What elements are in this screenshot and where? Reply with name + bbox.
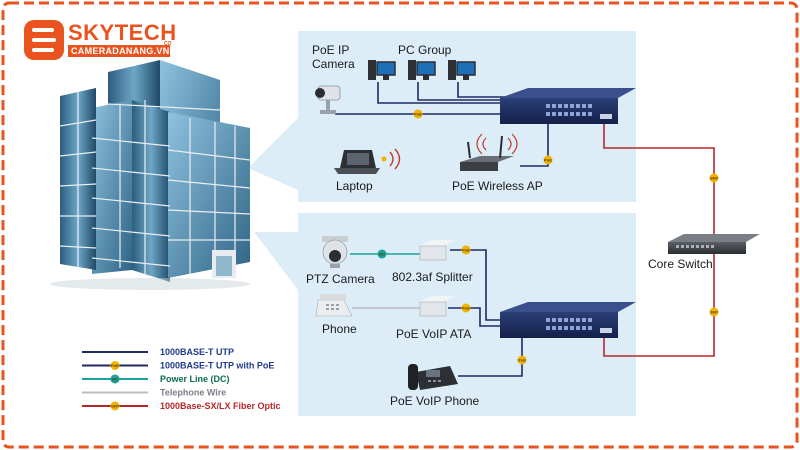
label-ptz-camera: PTZ Camera <box>306 272 375 286</box>
top-panel-pointer <box>248 118 298 190</box>
svg-text:PoE: PoE <box>414 112 422 117</box>
svg-text:SFP: SFP <box>710 310 718 315</box>
voip-phone-device <box>408 364 458 390</box>
poe-badge-ap: PoE <box>543 155 553 165</box>
svg-text:PoE: PoE <box>462 248 470 253</box>
link-ap-switch <box>520 122 549 167</box>
fiber-badge-bottom: SFP <box>709 307 719 317</box>
pc-2 <box>408 60 436 80</box>
fiber-top-core <box>603 122 715 244</box>
logo-superscript: CO <box>164 41 172 47</box>
office-building <box>50 60 251 290</box>
legend-label: 1000BASE-T UTP with PoE <box>160 361 274 371</box>
label-wireless-ap: PoE Wireless AP <box>452 179 543 193</box>
label-laptop: Laptop <box>336 179 373 193</box>
svg-text:PoE: PoE <box>462 306 470 311</box>
logo-url: CAMERADANANG.VN <box>71 46 170 56</box>
core-switch-device <box>668 234 760 254</box>
label-voip-phone: PoE VoIP Phone <box>390 394 480 408</box>
phone-device <box>315 294 353 317</box>
poe-badge-splitter: PoE <box>461 245 471 255</box>
dc-badge-ptz: DC <box>377 249 387 259</box>
link-pc2-switch <box>417 82 520 101</box>
label-core-switch: Core Switch <box>648 257 713 271</box>
svg-text:SFP: SFP <box>710 176 718 181</box>
poe-badge-ata: PoE <box>461 303 471 313</box>
fiber-bottom-core <box>603 252 715 357</box>
legend-badge <box>110 374 120 384</box>
label-splitter: 802.3af Splitter <box>392 270 473 284</box>
legend: 1000BASE-T UTP PoE 1000BASE-T UTP with PoE… <box>82 347 281 411</box>
legend-label: Power Line (DC) <box>160 374 230 384</box>
bottom-poe-switch <box>500 302 636 338</box>
pc-1 <box>368 60 396 80</box>
legend-badge-label: PoE <box>111 363 119 368</box>
svg-text:PoE: PoE <box>518 358 526 363</box>
legend-badge-label: SFP <box>111 404 119 409</box>
poe-badge-voip: PoE <box>517 355 527 365</box>
bottom-panel-pointer <box>254 232 298 290</box>
logo-name: SKYTECH <box>68 20 177 45</box>
label-phone: Phone <box>322 322 357 336</box>
legend-row: DC Power Line (DC) <box>82 374 230 384</box>
logo-mark <box>24 20 64 60</box>
legend-badge <box>110 401 120 411</box>
pc-group-devices <box>368 60 476 80</box>
legend-label: 1000BASE-T UTP <box>160 347 234 357</box>
legend-row: SFP 1000Base-SX/LX Fiber Optic <box>82 401 281 411</box>
logo-url-bar <box>68 45 170 57</box>
link-pc1-switch <box>377 82 520 104</box>
voip-ata-device <box>419 296 454 317</box>
wireless-ap-device <box>460 133 518 171</box>
connections <box>335 82 715 377</box>
fiber-badge-top: SFP <box>709 173 719 183</box>
legend-row: 1000BASE-T UTP <box>82 347 234 357</box>
ptz-camera-device <box>322 236 348 268</box>
line-badges: PoE PoE DC PoE PoE PoE SFP SFP <box>377 109 719 365</box>
legend-label: Telephone Wire <box>160 388 226 398</box>
legend-row: PoE 1000BASE-T UTP with PoE <box>82 361 274 371</box>
top-poe-switch <box>500 88 636 124</box>
svg-text:PoE: PoE <box>544 158 552 163</box>
svg-text:DC: DC <box>379 252 385 257</box>
link-voip-switch <box>458 336 523 377</box>
legend-badge <box>110 361 120 370</box>
label-voip-ata: PoE VoIP ATA <box>396 327 471 341</box>
ip-camera-device <box>315 85 341 114</box>
brand-logo: SKYTECH CO CAMERADANANG.VN <box>24 20 177 60</box>
legend-badge-label: DC <box>112 377 118 382</box>
pc-3 <box>448 60 476 80</box>
link-pc3-switch <box>457 82 520 98</box>
legend-label: 1000Base-SX/LX Fiber Optic <box>160 401 281 411</box>
splitter-device <box>419 240 454 261</box>
label-pc-group: PC Group <box>398 43 452 57</box>
laptop-device <box>334 148 401 174</box>
poe-badge-ipcam: PoE <box>413 109 423 119</box>
legend-row: Telephone Wire <box>82 388 226 398</box>
